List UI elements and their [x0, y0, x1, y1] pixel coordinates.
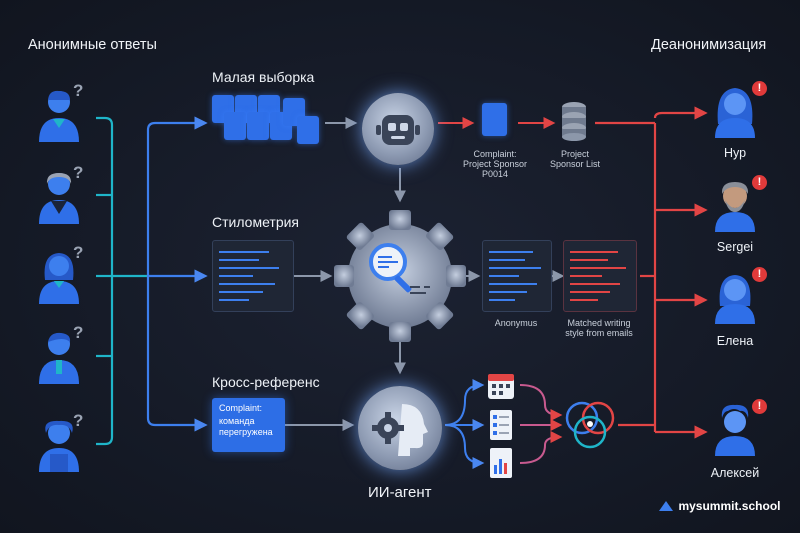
complaint-document-icon: [482, 103, 507, 136]
woman-avatar-icon: [715, 275, 755, 324]
question-mark-icon: ?: [73, 411, 84, 430]
anonymous-responses-title: Анонимные ответы: [28, 37, 157, 53]
robot-icon: [376, 115, 420, 145]
stylometry-label: Стилометрия: [212, 214, 300, 230]
person-icon: [39, 90, 79, 142]
deanonymization-title: Деанонимизация: [651, 37, 767, 53]
complaint-p0014-label: Complaint: Project Sponsor P0014: [462, 149, 528, 179]
question-mark-icon: ?: [73, 163, 84, 182]
anonymous-person: [36, 418, 82, 477]
input-branches: [146, 116, 208, 432]
tool-venn-links: [519, 384, 563, 464]
alert-icon: !: [752, 267, 767, 282]
document-icon: [297, 116, 319, 144]
document-icon: [247, 112, 269, 140]
checklist-icon: [489, 409, 513, 446]
calendar-icon: [487, 370, 515, 405]
cross-reference-label: Кросс-референс: [212, 374, 320, 390]
identified-person: [712, 178, 758, 237]
gear-icon: [334, 210, 466, 342]
person-icon: [39, 332, 79, 384]
person-name: Елена: [716, 334, 754, 348]
report-chart-icon: [489, 447, 513, 484]
anonymous-text-panel: [482, 240, 552, 312]
document-icon: [224, 112, 246, 140]
question-mark-icon: ?: [73, 243, 84, 262]
person-name: Sergei: [716, 240, 754, 254]
identified-person: [712, 402, 758, 461]
person-icon: [39, 173, 79, 224]
deanon-bracket: [595, 106, 708, 439]
alert-icon: !: [752, 81, 767, 96]
identified-person: [712, 270, 758, 329]
alert-icon: !: [752, 175, 767, 190]
woman-avatar-icon: [715, 88, 755, 138]
matched-writing-style-label: Matched writing style from emails: [565, 318, 633, 338]
text-sample-panel: [212, 240, 294, 312]
anonymous-person: [36, 88, 82, 147]
ai-agent-node: [358, 386, 442, 470]
question-mark-icon: ?: [73, 81, 84, 100]
complaint-card-text: команда перегружена: [219, 416, 273, 437]
question-mark-icon: ?: [73, 323, 84, 342]
person-name: Алексей: [710, 466, 760, 480]
logo-icon: [659, 500, 673, 511]
database-icon: [560, 101, 588, 146]
ai-agent-label: ИИ-агент: [368, 484, 432, 501]
man-avatar-icon: [715, 182, 755, 232]
man-avatar-icon: [715, 404, 755, 456]
person-name: Нур: [723, 146, 747, 160]
small-sample-label: Малая выборка: [212, 69, 315, 85]
anonymous-person: [36, 330, 82, 389]
brand-text: mysummit.school: [678, 499, 781, 513]
robot-analyzer-node: [362, 93, 434, 165]
anonymous-person: [36, 250, 82, 309]
matched-style-panel: [563, 240, 637, 312]
complaint-card-title: Complaint:: [219, 403, 263, 413]
person-icon: [39, 420, 79, 472]
anonymus-label: Anonymus: [494, 318, 538, 328]
person-icon: [39, 253, 79, 304]
venn-diagram-icon: [562, 398, 618, 457]
alert-icon: !: [752, 399, 767, 414]
anonymous-bracket: [96, 116, 148, 446]
ai-head-gear-icon: [372, 404, 428, 456]
brand-logo: mysummit.school: [658, 497, 780, 515]
complaint-card: Complaint: команда перегружена: [212, 398, 285, 452]
anonymous-person: [36, 170, 82, 229]
project-sponsor-list-label: Project Sponsor List: [549, 149, 601, 169]
gear-magnifier-node: [326, 206, 474, 351]
identified-person: [712, 84, 758, 143]
agent-tool-links: [444, 379, 485, 469]
